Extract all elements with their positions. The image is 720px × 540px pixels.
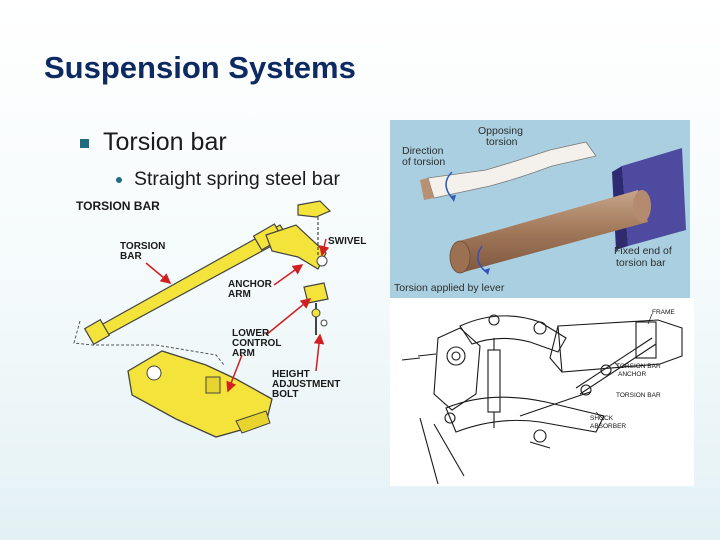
label-shock-2: ABSORBER	[590, 423, 626, 430]
label-anchor-2: ARM	[228, 289, 251, 300]
label-swivel: SWIVEL	[328, 236, 366, 247]
round-bar-shape	[449, 190, 651, 274]
torsion-principle-diagram: Opposing torsion Direction of torsion Fi…	[390, 120, 690, 298]
label-lower-2: CONTROL	[232, 338, 281, 349]
label-frame: FRAME	[652, 309, 675, 316]
lower-control-arm-shape	[127, 350, 273, 438]
label-height-1: HEIGHT	[272, 369, 310, 380]
label-torsion-applied: Torsion applied by lever	[394, 282, 505, 294]
bullet-level1: Torsion bar	[80, 128, 227, 157]
anchor-arm-shape	[265, 224, 328, 270]
label-direction-1: Direction	[402, 145, 444, 157]
height-bolt-shape	[303, 282, 329, 335]
torsion-bar-assembly-diagram: TORSION BAR	[66, 195, 366, 445]
label-height-2: ADJUSTMENT	[272, 379, 340, 390]
suspension-assembly-diagram: FRAME TORSION BAR ANCHOR TORSION BAR SHO…	[390, 298, 694, 486]
square-bullet-icon	[80, 139, 89, 148]
label-fixed-2: torsion bar	[616, 257, 666, 269]
slide-title: Suspension Systems	[44, 50, 356, 85]
dot-bullet-icon	[116, 176, 122, 183]
bullet-level2-text: Straight spring steel bar	[134, 168, 340, 190]
bullet-level2: Straight spring steel bar	[116, 168, 340, 191]
label-lower-3: ARM	[232, 348, 255, 359]
label-opposing-1: Opposing	[478, 125, 523, 137]
label-torsion-bar-1: TORSION	[120, 241, 165, 252]
label-anchor-1: TORSION BAR	[616, 363, 661, 370]
label-torsion-bar-2: BAR	[120, 251, 142, 262]
label-anchor-1: ANCHOR	[228, 279, 273, 290]
suspension-line-art	[401, 314, 683, 485]
label-anchor-2: ANCHOR	[618, 371, 646, 378]
label-shock-1: SHOCK	[590, 415, 614, 422]
diagram-heading: TORSION BAR	[76, 199, 160, 213]
label-fixed-1: Fixed end of	[614, 245, 672, 257]
label-height-3: BOLT	[272, 389, 298, 400]
swivel-shape	[297, 200, 332, 257]
label-torsion-bar: TORSION BAR	[616, 392, 661, 399]
bullet-level1-text: Torsion bar	[103, 128, 227, 156]
label-direction-2: of torsion	[402, 156, 445, 168]
flat-twisted-bar-shape	[420, 141, 597, 200]
label-lower-1: LOWER	[232, 328, 270, 339]
label-opposing-2: torsion	[486, 136, 518, 148]
